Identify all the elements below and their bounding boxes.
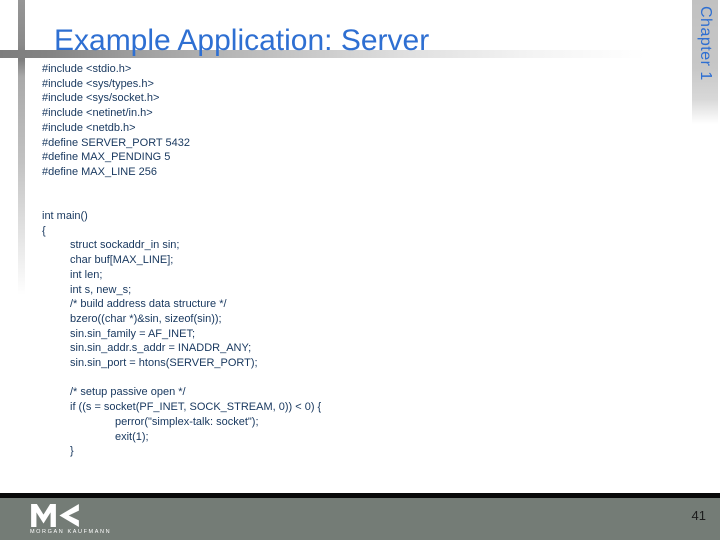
- code-line: char buf[MAX_LINE];: [70, 254, 174, 267]
- code-line: perror("simplex-talk: socket");: [115, 415, 259, 428]
- mk-logo-icon: [31, 504, 79, 527]
- code-line: exit(1);: [115, 430, 149, 443]
- code-line: int main(): [42, 210, 88, 223]
- footer-bar: MORGAN KAUFMANN 41: [0, 493, 720, 540]
- code-line: /* build address data structure */: [70, 298, 227, 311]
- page-number: 41: [691, 508, 706, 523]
- code-line: }: [70, 445, 74, 458]
- publisher-name: MORGAN KAUFMANN: [30, 529, 112, 535]
- code-line: {: [42, 224, 46, 237]
- code-line: sin.sin_addr.s_addr = INADDR_ANY;: [70, 342, 252, 355]
- code-block: #include <stdio.h> #include <sys/types.h>…: [42, 62, 321, 459]
- code-line: if ((s = socket(PF_INET, SOCK_STREAM, 0)…: [70, 401, 322, 414]
- code-line: struct sockaddr_in sin;: [70, 239, 180, 252]
- publisher-logo: MORGAN KAUFMANN: [30, 504, 111, 535]
- code-line: bzero((char *)&sin, sizeof(sin));: [70, 312, 222, 325]
- chapter-tab: Chapter 1: [692, 0, 718, 124]
- decoration-vertical-bar: [18, 0, 25, 295]
- slide-title: Example Application: Server: [54, 24, 430, 57]
- code-line: #define SERVER_PORT 5432: [42, 136, 190, 149]
- code-line: /* setup passive open */: [70, 386, 186, 399]
- code-line: #include <netinet/in.h>: [42, 107, 153, 120]
- code-line: sin.sin_port = htons(SERVER_PORT);: [70, 357, 258, 370]
- code-line: #define MAX_LINE 256: [42, 165, 157, 178]
- code-line: #include <stdio.h>: [42, 63, 132, 75]
- code-line: [42, 180, 321, 195]
- code-line: [42, 194, 321, 209]
- code-line: sin.sin_family = AF_INET;: [70, 327, 196, 340]
- code-line: #include <sys/types.h>: [42, 77, 154, 90]
- code-line: #include <sys/socket.h>: [42, 92, 160, 105]
- decoration-horizontal-bar: [0, 50, 645, 58]
- code-line: int len;: [70, 268, 103, 281]
- code-line: #include <netdb.h>: [42, 121, 136, 134]
- code-line: [42, 371, 321, 386]
- code-line: #define MAX_PENDING 5: [42, 151, 171, 164]
- code-line: int s, new_s;: [70, 283, 132, 296]
- chapter-tab-label: Chapter 1: [697, 6, 714, 81]
